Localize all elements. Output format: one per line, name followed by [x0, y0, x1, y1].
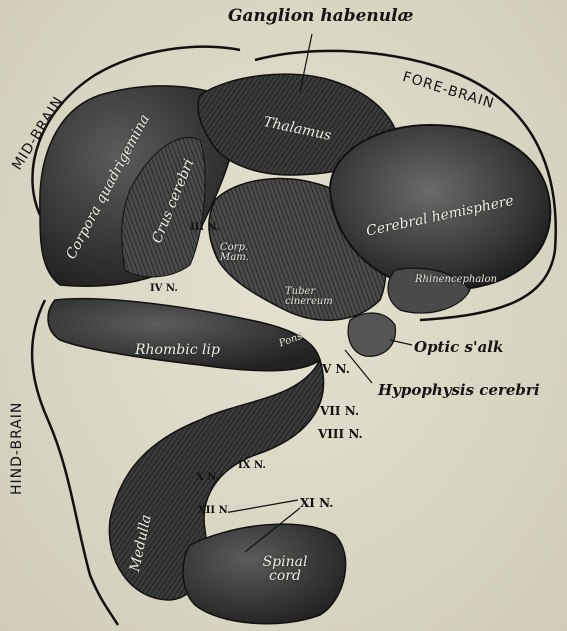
- label-rhinencephalon: Rhinencephalon: [415, 275, 475, 285]
- label-corp-mam: Corp. Mam.: [220, 243, 252, 263]
- label-rhombic-lip: Rhombic lip: [135, 343, 220, 357]
- label-hypophysis-cerebri: Hypophysis cerebri: [378, 383, 540, 398]
- label-nerve-v: V N.: [322, 363, 350, 375]
- xi-pointer-a: [230, 500, 298, 512]
- label-hind-brain: HIND-BRAIN: [10, 402, 24, 495]
- label-optic-stalk: Optic s'alk: [414, 340, 503, 355]
- label-nerve-vii: VII N.: [320, 405, 359, 417]
- label-nerve-xi: XI N.: [300, 497, 333, 509]
- label-nerve-viii: VIII N.: [318, 428, 363, 440]
- label-nerve-iv: IV N.: [150, 284, 178, 294]
- label-nerve-iii: III N.: [190, 223, 220, 233]
- label-spinal-cord: Spinal cord: [255, 555, 315, 583]
- label-tuber-cinereum: Tuber cinereum: [285, 287, 337, 307]
- optic-stalk-shape: [348, 313, 395, 356]
- label-nerve-xii: XII N.: [198, 506, 231, 516]
- rhombic-lip-shape: [48, 299, 320, 371]
- label-nerve-x: X N.: [196, 473, 219, 483]
- label-ganglion-habenulae: Ganglion habenulæ: [228, 8, 413, 25]
- label-nerve-ix: IX N.: [238, 461, 266, 471]
